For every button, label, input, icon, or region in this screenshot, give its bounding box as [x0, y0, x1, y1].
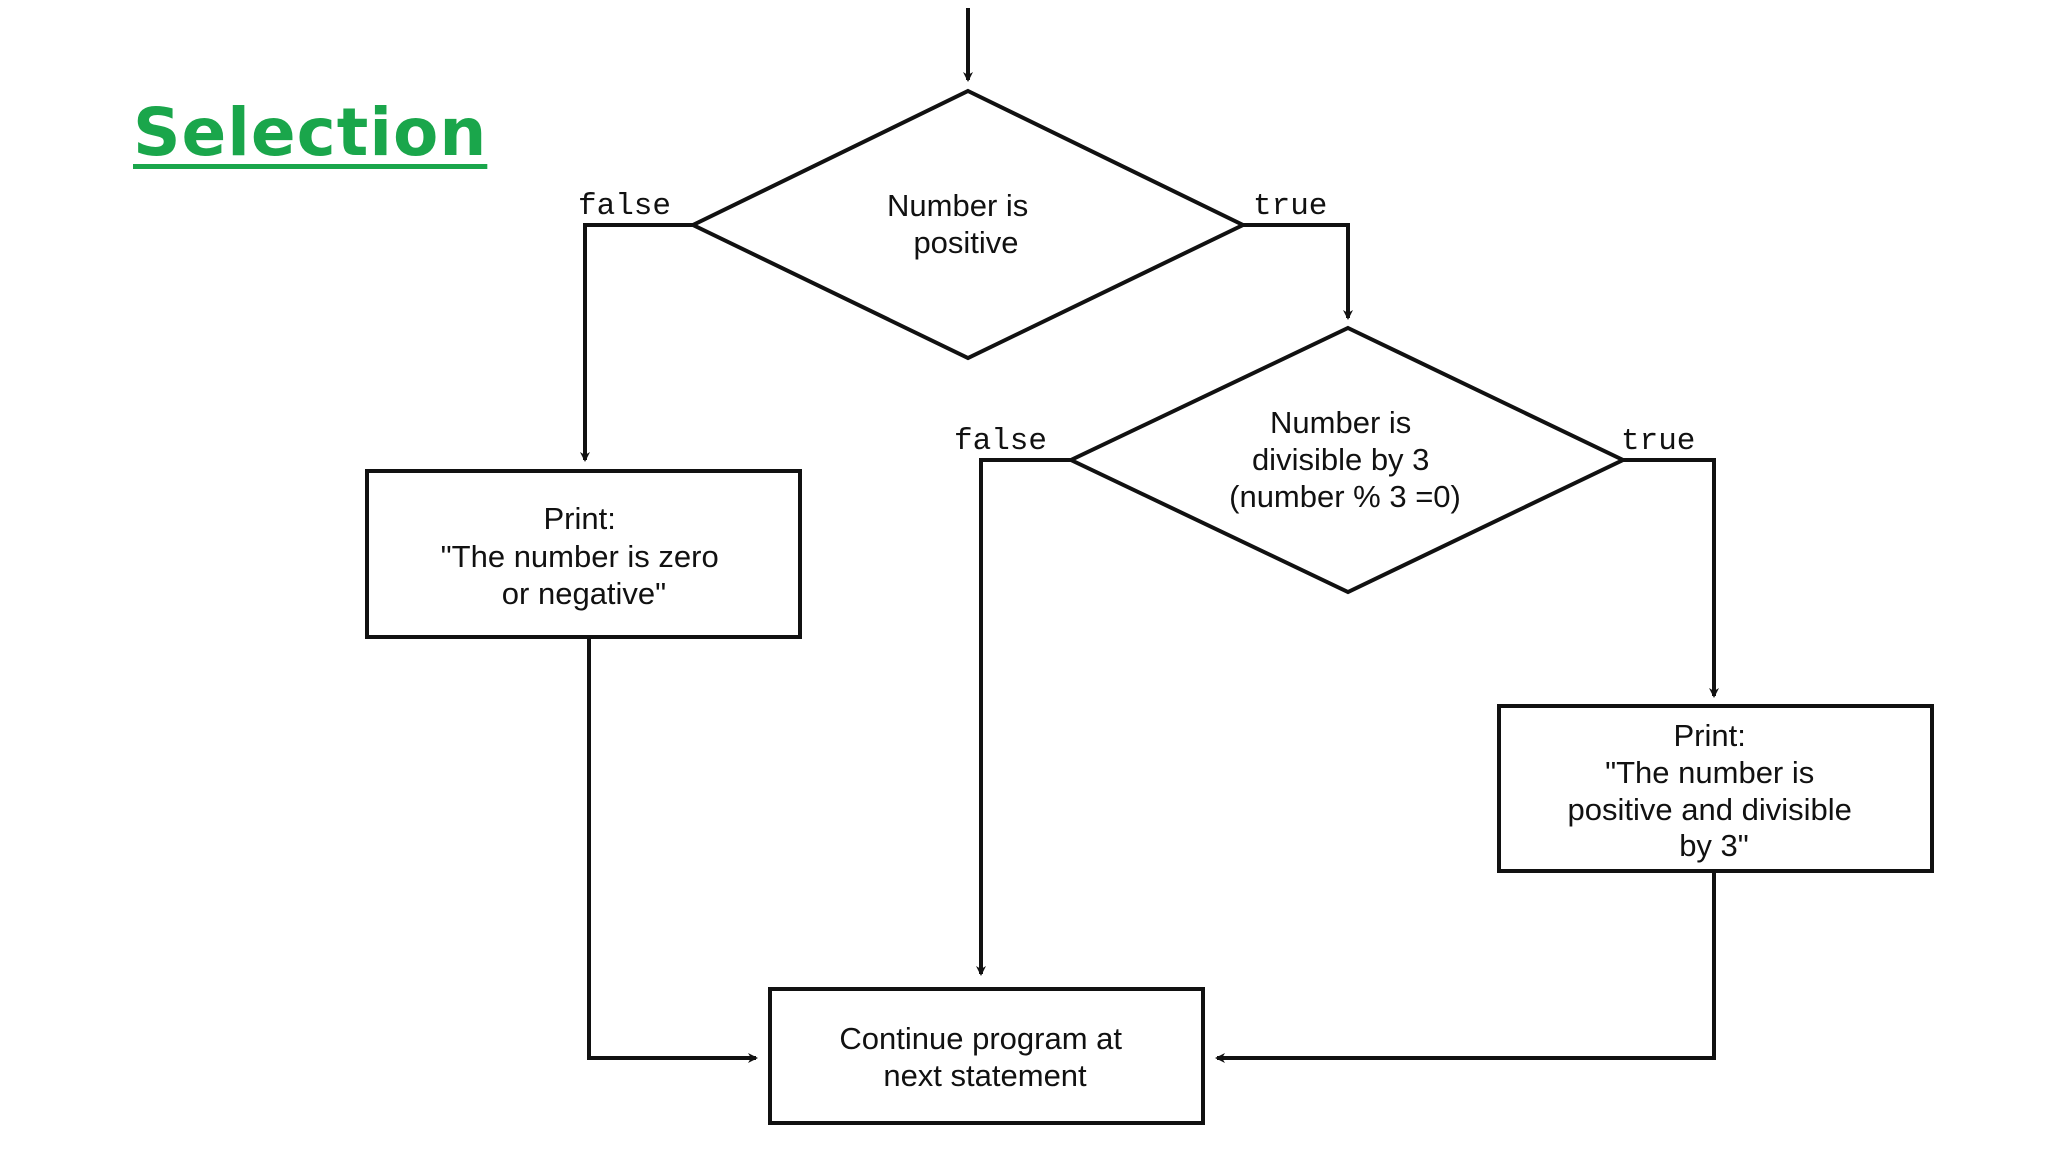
divisible-true-label: true	[1621, 424, 1695, 459]
decision-divisible-text: Number is divisible by 3 (number % 3 =0)	[1229, 405, 1461, 514]
positive-false-label: false	[578, 189, 671, 224]
continue-line: Continue program at	[839, 1021, 1122, 1056]
continue-text: Continue program at next statement	[839, 1021, 1130, 1093]
decision-divisible-diamond	[1066, 325, 1628, 595]
print-divisible-text: Print: "The number is positive and divis…	[1568, 718, 1861, 863]
decision-divisible-line: Number is	[1270, 405, 1411, 440]
continue-box	[768, 987, 1205, 1125]
negative-to-continue-connector	[587, 637, 758, 1063]
divisible-false-connector	[976, 458, 1071, 976]
decision-positive-line: positive	[913, 225, 1018, 260]
decision-positive-line: Number is	[887, 188, 1028, 223]
positive-true-label: true	[1253, 189, 1327, 224]
print-negative-line: or negative"	[502, 576, 666, 611]
divisible-false-label: false	[954, 424, 1047, 459]
print-negative-line: Print:	[544, 501, 616, 536]
positive-true-connector	[1243, 223, 1353, 320]
print-negative-line: "The number is zero	[441, 539, 719, 574]
print-negative-box	[365, 469, 802, 639]
slide-title: Selection	[133, 94, 488, 171]
print-negative-text: Print: "The number is zero or negative"	[441, 501, 728, 611]
print-divisible-line: by 3"	[1679, 828, 1749, 863]
divisible-true-connector	[1623, 458, 1719, 698]
print-divisible-line: positive and divisible	[1568, 792, 1852, 827]
decision-divisible-line: divisible by 3	[1252, 442, 1429, 477]
decision-positive-diamond	[688, 88, 1248, 361]
divisible-to-continue-connector	[1215, 871, 1716, 1063]
print-divisible-line: "The number is	[1605, 755, 1814, 790]
decision-divisible-line: (number % 3 =0)	[1229, 479, 1461, 514]
print-divisible-line: Print:	[1674, 718, 1746, 753]
positive-false-connector	[580, 223, 693, 462]
continue-line: next statement	[883, 1058, 1087, 1093]
decision-positive-text: Number is positive	[887, 188, 1037, 260]
